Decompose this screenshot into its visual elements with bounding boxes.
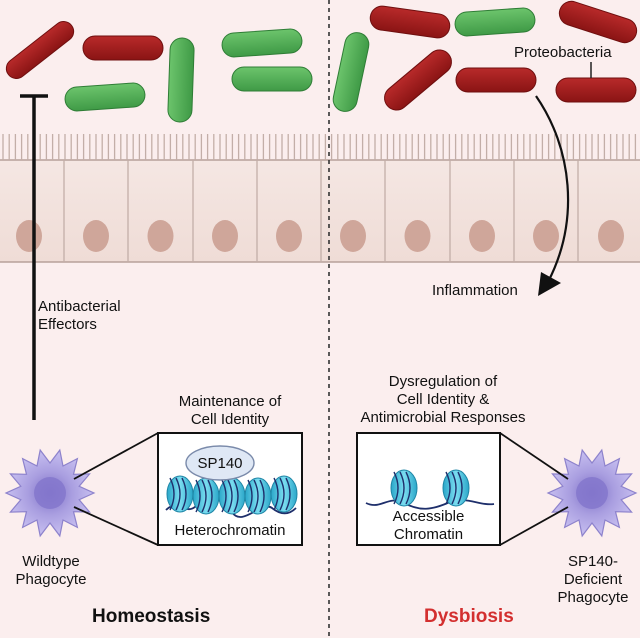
proteobacteria-label: Proteobacteria <box>514 44 612 61</box>
nucleosome <box>270 475 298 513</box>
wildtype-phagocyte-label: Wildtype Phagocyte <box>6 553 96 589</box>
dysregulation-line-1: Dysregulation of <box>388 373 498 390</box>
effector-line-1: Antibacterial <box>38 298 121 315</box>
epithelial-nucleus <box>16 220 42 252</box>
inflammation-label: Inflammation <box>432 282 518 299</box>
maintenance-line-2: Cell Identity <box>190 411 270 428</box>
commensal-bacterium <box>231 66 313 92</box>
sp140-deficient-label: SP140- Deficient Phagocyte <box>548 553 638 607</box>
epithelial-nucleus <box>533 220 559 252</box>
nucleosome <box>442 469 470 507</box>
commensal-bacterium <box>332 32 370 112</box>
heterochromatin-label: Heterochromatin <box>174 522 286 539</box>
nucleosome <box>192 477 220 515</box>
nucleosome <box>244 477 272 515</box>
commensal-bacterium <box>221 28 303 58</box>
proteobacterium <box>369 5 451 39</box>
proteobacterium <box>558 0 638 44</box>
deficient-line-1: SP140- <box>567 553 619 570</box>
zoom-lines <box>73 432 569 546</box>
commensal-bacterium <box>64 82 146 112</box>
effector-line-2: Effectors <box>38 316 97 333</box>
epithelial-nucleus <box>83 220 109 252</box>
homeostasis-title: Homeostasis <box>92 606 211 627</box>
dysregulation-line-3: Antimicrobial Responses <box>360 409 526 426</box>
bacteria-group <box>5 0 638 123</box>
heterochromatin-inset <box>157 432 303 546</box>
deficient-line-3: Phagocyte <box>557 589 629 606</box>
nucleosome <box>218 477 246 515</box>
epithelial-nucleus <box>598 220 624 252</box>
wildtype-line-2: Phagocyte <box>15 571 87 588</box>
epithelial-nucleus <box>147 220 174 252</box>
accessible-chromatin-inset <box>356 432 501 546</box>
accessible-line-1: Accessible <box>392 508 465 525</box>
nucleosome <box>390 469 418 507</box>
proteobacterium <box>82 35 164 61</box>
proteobacterium <box>5 21 75 79</box>
epithelium <box>0 134 640 263</box>
sp140-deficient-phagocyte <box>546 448 638 538</box>
proteobacterium <box>384 49 452 111</box>
epithelial-nucleus <box>212 220 238 252</box>
commensal-bacterium <box>167 37 195 123</box>
dysregulation-line-2: Cell Identity & <box>396 391 490 408</box>
sp140-badge: SP140 <box>197 455 243 472</box>
deficient-line-2: Deficient <box>563 571 623 588</box>
epithelial-nucleus <box>404 220 431 252</box>
proteobacterium <box>455 67 537 93</box>
accessible-chromatin-label: Accessible Chromatin <box>357 508 500 544</box>
nucleosome <box>166 475 194 513</box>
commensal-bacterium <box>454 7 536 37</box>
antibacterial-effectors-label: Antibacterial Effectors <box>38 298 121 334</box>
epithelial-nucleus <box>276 220 302 252</box>
proteobacterium <box>555 77 637 103</box>
inhibition-arrow <box>20 94 48 420</box>
epithelial-nucleus <box>469 220 495 252</box>
accessible-line-2: Chromatin <box>393 526 464 543</box>
dysbiosis-title: Dysbiosis <box>424 606 514 627</box>
wildtype-phagocyte <box>4 448 96 538</box>
maintenance-line-1: Maintenance of <box>178 393 282 410</box>
wildtype-line-1: Wildtype <box>22 553 80 570</box>
epithelial-nucleus <box>340 220 366 252</box>
inflammation-arrow <box>535 95 570 296</box>
maintenance-label: Maintenance of Cell Identity <box>150 393 310 429</box>
dysregulation-label: Dysregulation of Cell Identity & Antimic… <box>328 373 558 427</box>
